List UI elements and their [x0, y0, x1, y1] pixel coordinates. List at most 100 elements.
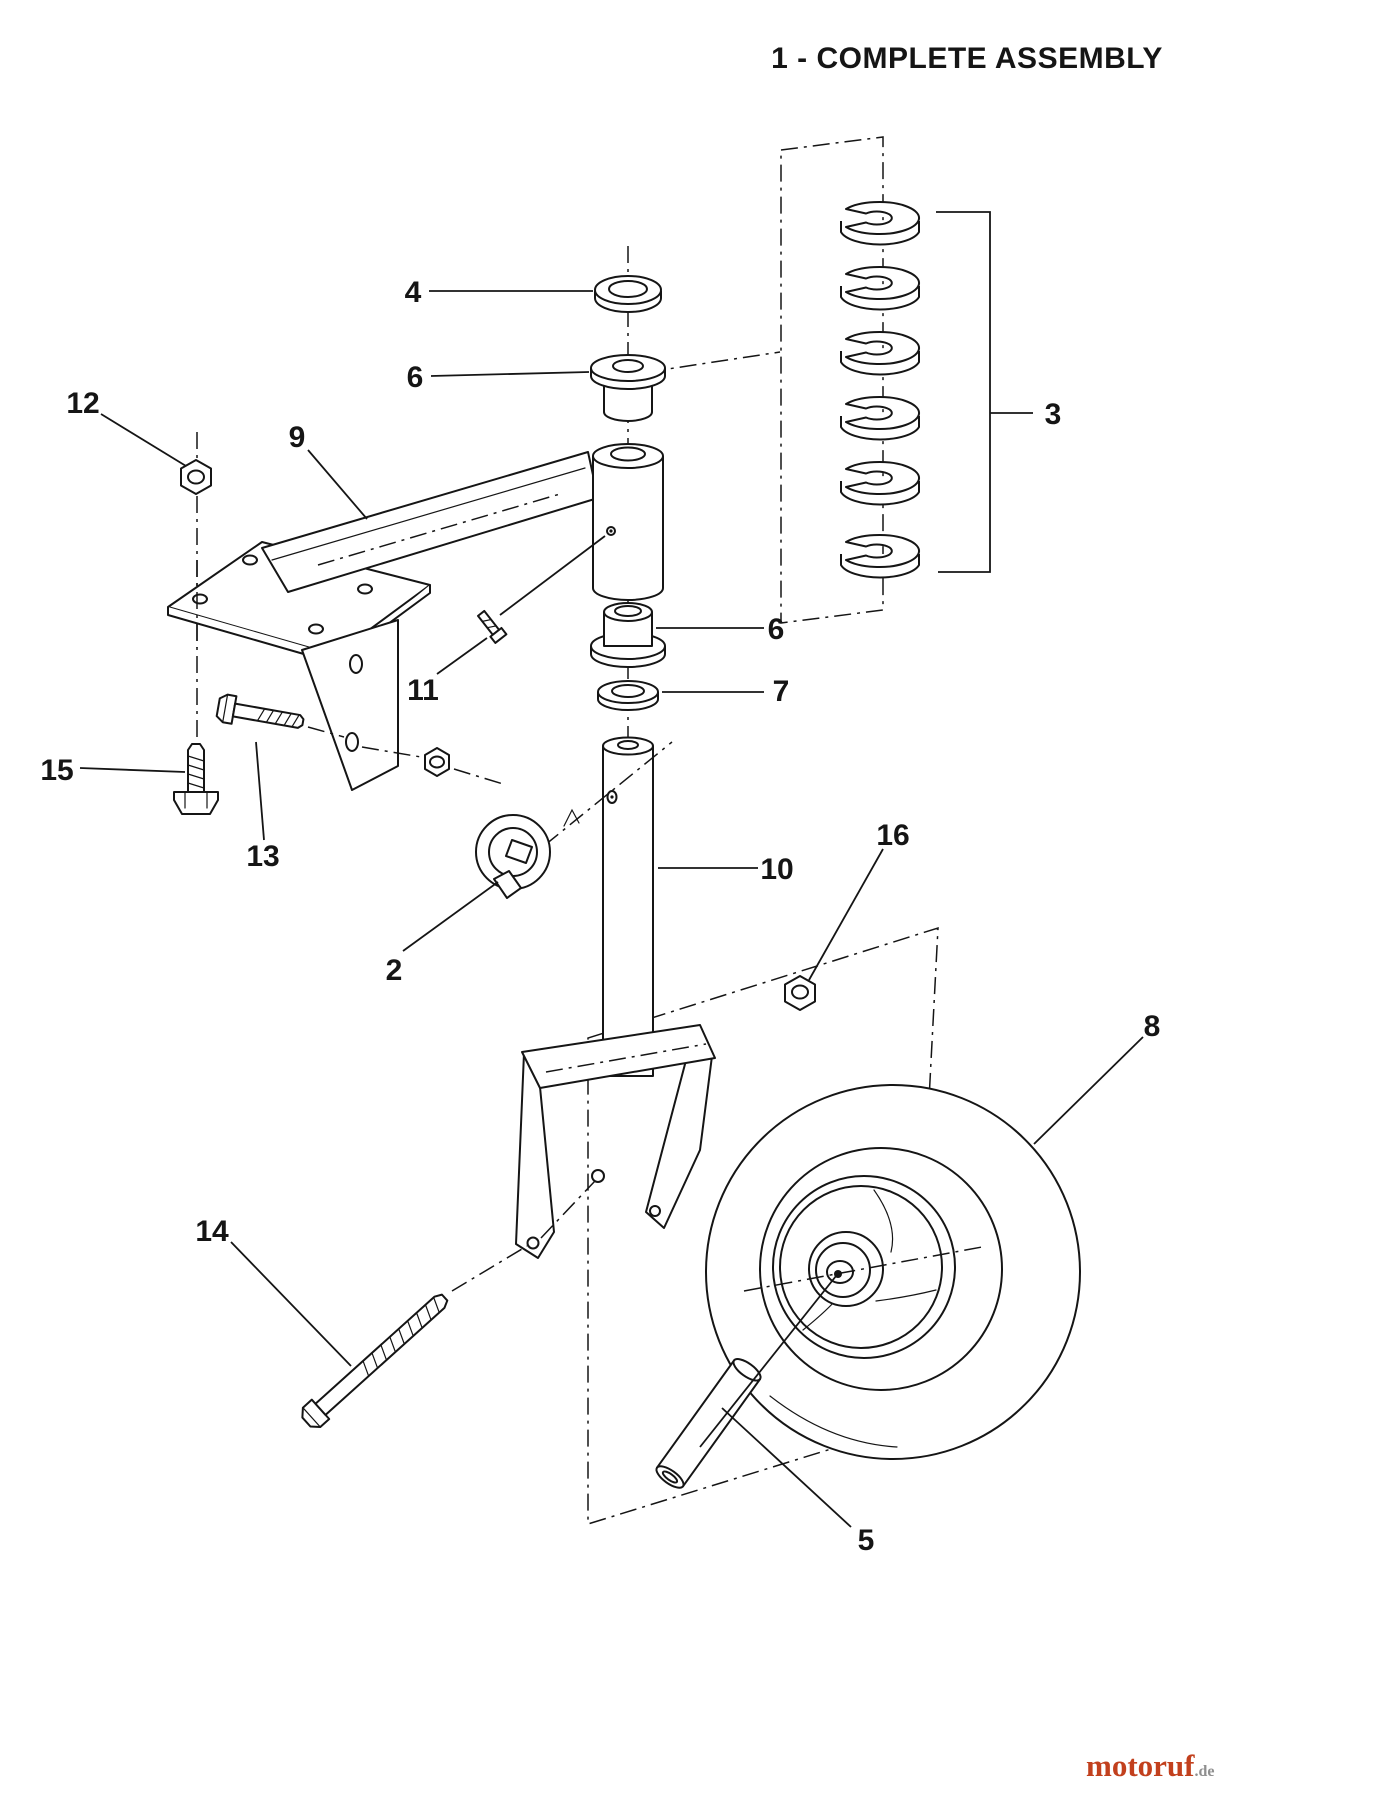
part-13-bolt: [215, 693, 305, 729]
leader-6-top: [430, 371, 590, 377]
bolt-threads: [187, 755, 205, 789]
gusset-hole: [345, 732, 359, 752]
bracket-arm: [261, 451, 599, 593]
arm-fold-line: [271, 467, 586, 561]
spacer-clip: [840, 266, 921, 311]
callout-5: 5: [858, 1524, 875, 1557]
leader-12: [100, 413, 187, 467]
plate-hole: [242, 554, 258, 566]
leader-16: [808, 848, 884, 981]
bushing-bore: [614, 605, 642, 617]
housing-bore: [610, 446, 646, 462]
callout-15: 15: [40, 754, 73, 787]
leader-2: [402, 881, 499, 952]
part-6-bushing-upper: [590, 354, 666, 422]
bolt-threads: [362, 1296, 440, 1377]
fork-top-plate: [521, 1024, 716, 1089]
fork-inner-hole: [591, 1169, 605, 1183]
leader-11-extension: [499, 535, 606, 616]
callout-9: 9: [289, 421, 306, 454]
callout-2: 2: [386, 954, 403, 987]
leader-11: [436, 637, 488, 675]
callout-12: 12: [66, 387, 99, 420]
spacer-clip: [840, 534, 921, 579]
bolt-head-facet: [222, 694, 229, 723]
callout-10: 10: [760, 853, 793, 886]
fork-plate-centerline: [545, 1043, 707, 1073]
part-8-wheel: [705, 1084, 1081, 1460]
part-6-bushing-lower: [590, 602, 666, 668]
bolt-head-facets: [184, 791, 208, 809]
leader-14: [230, 1241, 352, 1367]
axle-alignment-line: [699, 1270, 841, 1448]
part-7-washer: [597, 680, 659, 711]
callout-6-top: 6: [407, 361, 424, 394]
gusset-hole: [349, 654, 363, 674]
set-screw-hole-center: [609, 529, 613, 533]
leader-5: [721, 1407, 852, 1528]
diagram-title: 1 - COMPLETE ASSEMBLY: [771, 42, 1163, 75]
leader-9: [307, 449, 368, 520]
leader-8: [1033, 1036, 1144, 1145]
callout-7: 7: [773, 675, 790, 708]
bolt-head: [173, 791, 219, 815]
tube-body: [656, 1359, 762, 1488]
bracket-lock-nut: [361, 746, 504, 785]
nut-alignment-line: [361, 746, 504, 785]
leader-lines: [79, 211, 1144, 1528]
leader-15: [79, 767, 186, 773]
housing-body: [592, 456, 664, 601]
part-11-fitting: [476, 609, 508, 644]
part-2-lynch-pin: [475, 814, 551, 899]
part-4-cap-washer: [594, 275, 662, 313]
plate-hole: [308, 623, 324, 635]
pin-hole-center: [610, 795, 614, 799]
callout-3: 3: [1045, 398, 1062, 431]
fitting-threads: [481, 618, 497, 629]
spacer-clip: [840, 331, 921, 376]
clip-panel-outline: [780, 136, 884, 624]
bolt-14-alignment: [451, 1180, 596, 1292]
washer-bore: [608, 280, 648, 298]
callout-13: 13: [246, 840, 279, 873]
fitting-head: [489, 626, 508, 644]
leader-3-bracket: [936, 211, 1033, 573]
bolt-head-facet: [302, 1407, 321, 1428]
callout-16: 16: [876, 819, 909, 852]
watermark-logo: motoruf.de: [1086, 1748, 1214, 1783]
nut-bore: [187, 469, 205, 485]
fork-axle-hole: [649, 1205, 661, 1217]
spacer-clip: [840, 201, 921, 246]
part-12-lock-nut: [180, 459, 212, 495]
pin-latch: [505, 839, 533, 864]
spacer-clip: [840, 396, 921, 441]
arm-centerline: [317, 493, 561, 566]
plate-hole: [357, 583, 373, 595]
part-15-bolt: [173, 743, 219, 815]
clip-alignment-line: [647, 351, 781, 373]
callout-8: 8: [1144, 1010, 1161, 1043]
watermark-tld: .de: [1194, 1763, 1214, 1780]
spindle-housing: [592, 443, 664, 601]
part-14-axle-bolt: [301, 1293, 449, 1429]
callout-4: 4: [405, 276, 422, 309]
bolt-13-alignment: [307, 726, 345, 738]
pin-axis-line: [544, 741, 673, 846]
part-16-lock-nut: [784, 975, 816, 1011]
shaft-bore: [617, 740, 639, 750]
caster-fork: [515, 1024, 716, 1259]
tube-bore: [661, 1470, 679, 1484]
callouts: 4 6 9 12 3 11 6 7 15 13 2 10 16 8 14 5: [40, 276, 1160, 1557]
bolt-threads: [256, 708, 300, 728]
watermark-brand: motoruf: [1086, 1748, 1195, 1783]
callout-14: 14: [195, 1215, 229, 1248]
break-symbol: [563, 808, 580, 827]
tire-sidewall-arc: [769, 1395, 898, 1448]
spacer-clip: [840, 461, 921, 506]
callout-6-bottom: 6: [768, 613, 785, 646]
callout-11: 11: [407, 674, 439, 707]
part-5-axle-tube: [655, 1358, 762, 1489]
pin-clevis: [493, 870, 522, 899]
